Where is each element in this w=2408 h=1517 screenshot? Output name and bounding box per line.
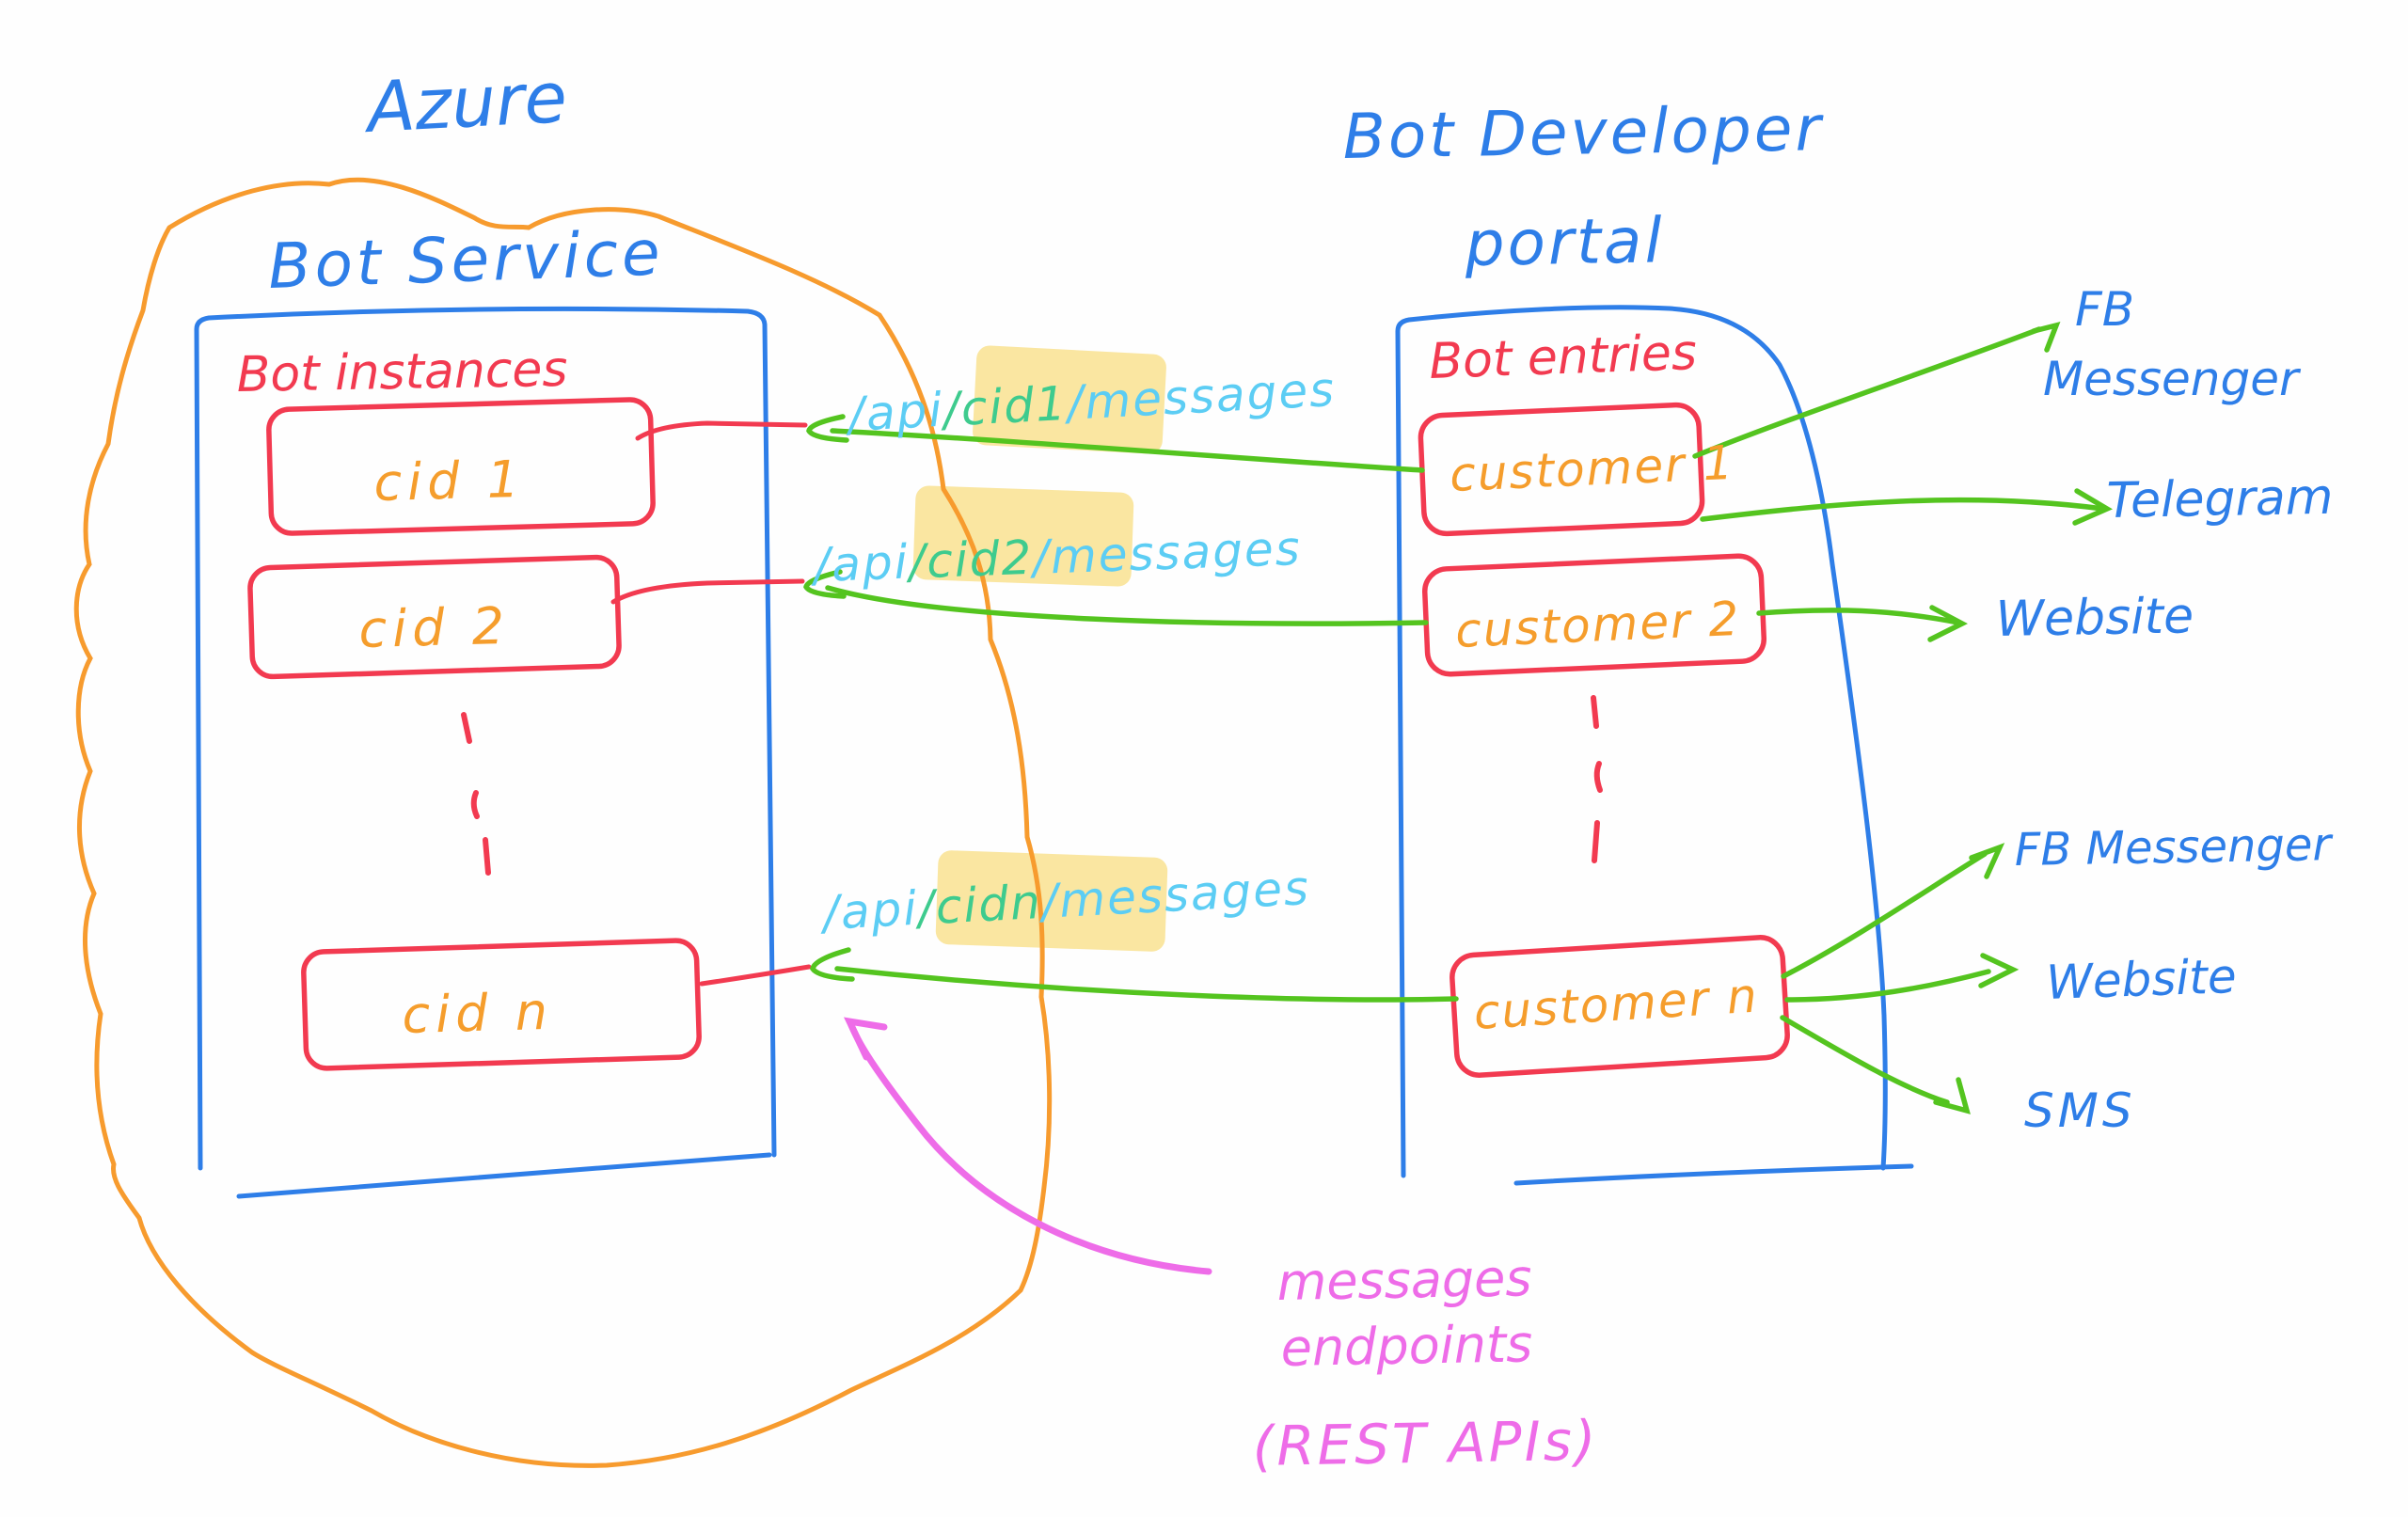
cid-n-box bbox=[301, 938, 702, 1071]
ellipsis-left-dash-3 bbox=[483, 837, 491, 876]
arrow-line-customer1-to-cid1 bbox=[830, 428, 1425, 473]
arrow-line-customer1-to-telegram bbox=[1700, 497, 2106, 522]
route-2-prefix: /api bbox=[809, 534, 910, 593]
customer-1-box bbox=[1418, 402, 1705, 537]
azure-cloud-outline bbox=[73, 177, 1053, 1468]
ellipsis-right bbox=[1591, 695, 1603, 863]
arrowhead-cid2 bbox=[803, 569, 847, 599]
arrow-line-customern-to-fb bbox=[1781, 851, 1988, 979]
cid-n-connector-line bbox=[699, 964, 812, 987]
channel-sms: SMS bbox=[2024, 1083, 2136, 1138]
arrowhead-cid1 bbox=[806, 414, 849, 443]
arrowhead-telegram bbox=[2072, 488, 2113, 526]
route-2-highlight bbox=[912, 485, 1134, 587]
ellipsis-right-dash-2 bbox=[1593, 761, 1603, 793]
channel-website-bottom: Website bbox=[2045, 949, 2237, 1010]
channel-fb-top-line2: Messenger bbox=[2043, 352, 2302, 406]
cid-1-connector-line bbox=[635, 420, 808, 441]
arrow-line-customern-to-sms bbox=[1780, 1015, 1950, 1105]
arrowhead-website-bottom bbox=[1978, 953, 2020, 988]
arrowhead-cidn bbox=[810, 947, 855, 982]
arrow-line-customer1-to-fb bbox=[1692, 326, 2042, 459]
arrow-line-customern-to-cidn bbox=[834, 966, 1459, 1003]
arrow-line-customer2-to-cid2 bbox=[825, 585, 1429, 626]
ellipsis-left-dash-2 bbox=[470, 790, 480, 819]
route-3-highlight bbox=[935, 850, 1168, 952]
bot-service-label: Bot Service bbox=[267, 216, 665, 303]
annotation-arrow-line bbox=[848, 1021, 1212, 1275]
ellipsis-right-dash-1 bbox=[1591, 695, 1599, 729]
channel-fb-bottom: FB Messenger bbox=[2014, 818, 2335, 877]
ellipsis-left bbox=[461, 712, 491, 876]
cid-n-label: cid n bbox=[402, 982, 554, 1045]
bot-portal-box-bottom bbox=[1513, 1163, 1914, 1186]
cid-2-label: cid 2 bbox=[358, 596, 511, 659]
cid-2-box bbox=[247, 554, 622, 680]
customer-2-label: customer 2 bbox=[1454, 592, 1741, 658]
azure-title: Azure bbox=[361, 57, 569, 149]
route-3-prefix: /api bbox=[818, 881, 920, 940]
arrow-line-customer2-to-website bbox=[1756, 608, 1961, 625]
annotation-line2: endpoints bbox=[1280, 1314, 1533, 1378]
bot-entries-title: Bot entries bbox=[1428, 324, 1698, 390]
ellipsis-right-dash-3 bbox=[1592, 820, 1600, 863]
ellipsis-left-dash-1 bbox=[461, 712, 472, 744]
annotation-line1: messages bbox=[1276, 1248, 1532, 1312]
channel-telegram: Telegram bbox=[2106, 469, 2334, 529]
route-2-cid: /cid2 bbox=[904, 530, 1034, 590]
annotation-line3: (REST APIs) bbox=[1252, 1409, 1599, 1478]
cid-1-label: cid 1 bbox=[373, 450, 526, 513]
customer-n-label: customer n bbox=[1472, 969, 1760, 1040]
arrowhead-fb-top bbox=[2031, 322, 2061, 353]
cid-2-connector-line bbox=[610, 578, 805, 605]
annotation-arrowhead bbox=[843, 1017, 888, 1061]
green-arrows bbox=[803, 322, 2113, 1114]
channel-fb-top-line1: FB bbox=[2075, 282, 2134, 337]
arrow-line-customern-to-website bbox=[1784, 969, 1991, 1003]
route-1-highlight bbox=[973, 345, 1166, 454]
portal-title-line1: Bot Developer bbox=[1342, 92, 1825, 173]
bot-service-box-bottom bbox=[236, 1152, 772, 1199]
route-2-label: /api/cid2/messages bbox=[809, 521, 1302, 593]
portal-title-line2: portal bbox=[1464, 204, 1665, 280]
route-1-cid: /cid1 bbox=[939, 376, 1069, 437]
arrowhead-website-mid bbox=[1927, 605, 1969, 642]
route-1-prefix: /api bbox=[844, 383, 945, 442]
customer-n-box bbox=[1450, 935, 1790, 1078]
bot-portal-box bbox=[1395, 305, 1888, 1178]
cid-1-box bbox=[266, 397, 656, 536]
channel-website-mid: Website bbox=[1995, 588, 2194, 648]
route-2-suffix: /messages bbox=[1028, 521, 1302, 585]
customer-1-label: customer 1 bbox=[1449, 435, 1735, 502]
bot-instances-title: Bot instances bbox=[236, 341, 568, 403]
route-3-cid: /cidn bbox=[913, 875, 1044, 936]
arrowhead-sms bbox=[1933, 1077, 1971, 1114]
arrowhead-fb-bottom bbox=[1969, 843, 2005, 879]
bot-service-box bbox=[194, 306, 777, 1171]
